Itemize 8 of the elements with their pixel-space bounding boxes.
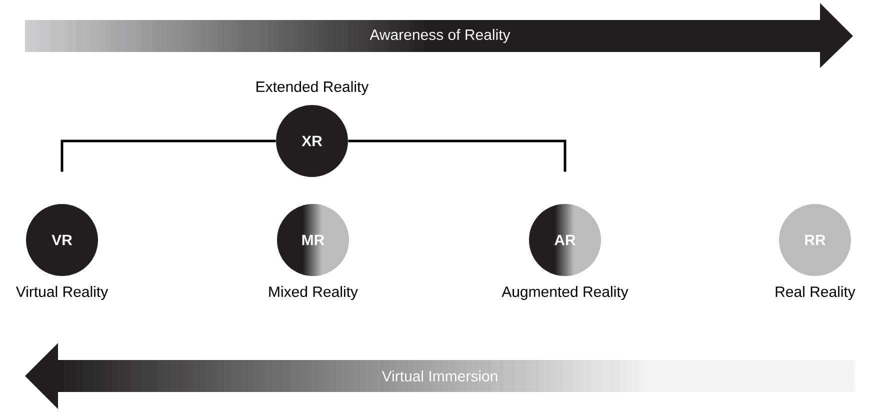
bracket-line [60,140,276,172]
node-caption: Real Reality [776,286,856,300]
node-caption: Virtual Reality [16,286,108,300]
bracket-line [348,140,566,172]
node-caption: Mixed Reality [269,286,358,300]
node-caption: Extended Reality [256,81,369,95]
node-label: Virtual Immersion [382,370,498,382]
node-caption: Augmented Reality [502,286,628,300]
